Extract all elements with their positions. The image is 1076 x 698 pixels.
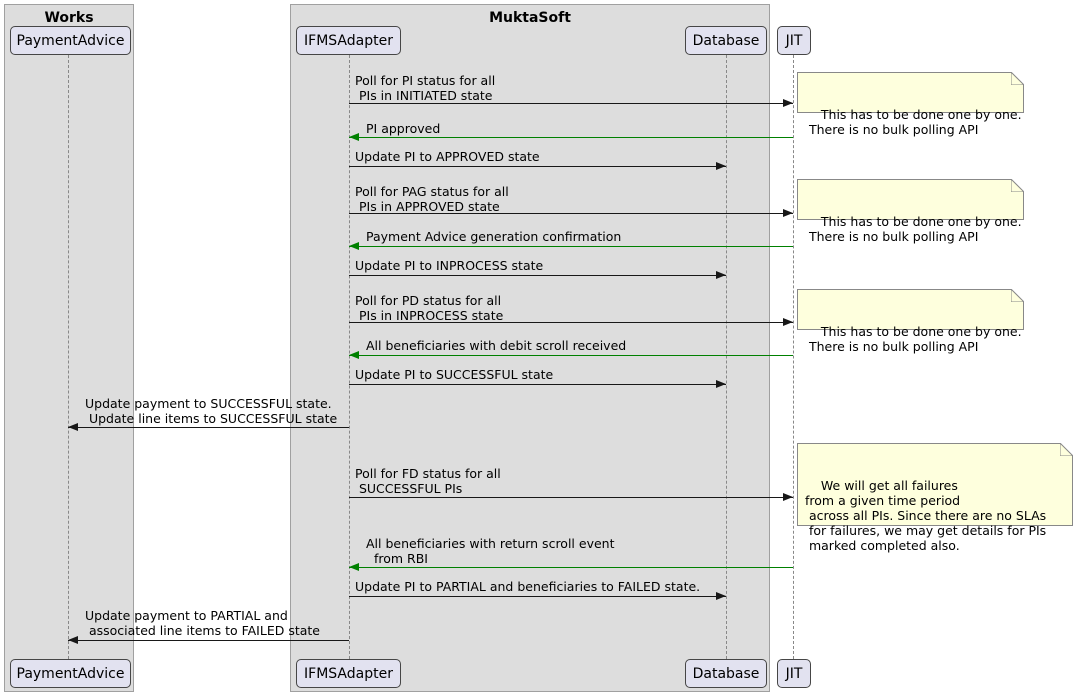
group-box-works: Works [4,4,134,692]
note-fold-icon [1011,179,1024,192]
message-line [349,384,726,385]
message-label: Update PI to APPROVED state [355,149,540,164]
arrowhead-right-icon [783,318,793,326]
note-fold-icon [1011,289,1024,302]
arrowhead-left-icon [349,563,359,571]
participant-paymentadvice-top: PaymentAdvice [10,26,131,55]
message-label: Poll for PI status for all PIs in INITIA… [355,73,496,103]
note: We will get all failures from a given ti… [797,443,1073,553]
arrowhead-right-icon [716,271,726,279]
arrowhead-left-icon [68,636,78,644]
message-label: Update PI to INPROCESS state [355,258,544,273]
note-text: We will get all failures from a given ti… [805,478,1047,553]
note-text: This has to be done one by one. There is… [808,107,1022,137]
note: This has to be done one by one. There is… [797,72,1024,137]
lifeline-paymentadvice [68,55,69,659]
message-label: Update payment to SUCCESSFUL state. Upda… [85,396,338,426]
arrowhead-right-icon [716,380,726,388]
arrowhead-left-icon [349,242,359,250]
message-label: Update PI to SUCCESSFUL state [355,367,554,382]
arrowhead-right-icon [716,592,726,600]
participant-ifmsadapter-bottom: IFMSAdapter [296,659,401,688]
message-label: Poll for PD status for all PIs in INPROC… [355,293,504,323]
group-box-works-title: Works [44,10,94,26]
participant-paymentadvice-bottom: PaymentAdvice [10,659,131,688]
group-box-muktasoft-title: MuktaSoft [489,10,571,26]
participant-database-top: Database [685,26,767,55]
arrowhead-left-icon [68,423,78,431]
message-line [349,567,793,568]
note-text: This has to be done one by one. There is… [808,214,1022,244]
arrowhead-left-icon [349,351,359,359]
participant-database-bottom: Database [685,659,767,688]
participant-jit-top: JIT [777,26,811,55]
arrowhead-right-icon [783,493,793,501]
note: This has to be done one by one. There is… [797,179,1024,244]
arrowhead-right-icon [716,162,726,170]
message-label: Payment Advice generation confirmation [366,229,622,244]
lifeline-database [726,55,727,659]
message-label: Update payment to PARTIAL and associated… [85,608,320,638]
message-line [349,355,793,356]
message-line [349,275,726,276]
group-box-muktasoft: MuktaSoft [290,4,770,692]
arrowhead-right-icon [783,209,793,217]
arrowhead-left-icon [349,133,359,141]
message-label: All beneficiaries with return scroll eve… [366,536,615,566]
note: This has to be done one by one. There is… [797,289,1024,354]
message-line [349,322,793,323]
note-text: This has to be done one by one. There is… [808,324,1022,354]
message-label: Poll for PAG status for all PIs in APPRO… [355,184,509,214]
message-line [349,166,726,167]
note-fold-icon [1060,443,1073,456]
message-label: All beneficiaries with debit scroll rece… [366,338,627,353]
note-fold-icon [1011,72,1024,85]
lifeline-jit [793,55,794,659]
message-label: PI approved [366,121,441,136]
message-line [349,246,793,247]
message-label: Poll for FD status for all SUCCESSFUL PI… [355,466,501,496]
message-line [349,596,726,597]
message-label: Update PI to PARTIAL and beneficiaries t… [355,579,701,594]
message-line [349,137,793,138]
message-line [68,640,349,641]
participant-jit-bottom: JIT [777,659,811,688]
message-line [68,427,349,428]
arrowhead-right-icon [783,99,793,107]
participant-ifmsadapter-top: IFMSAdapter [296,26,401,55]
message-line [349,103,793,104]
message-line [349,213,793,214]
message-line [349,497,793,498]
